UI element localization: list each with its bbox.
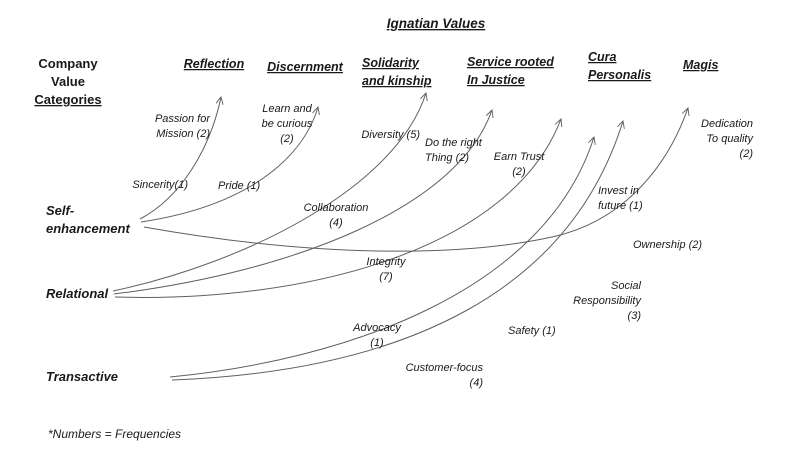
value-label-earn-trust-line2: (2)	[512, 166, 526, 178]
value-label-integrity-line1: Integrity	[366, 256, 407, 268]
header-solidarity-line2: and kinship	[362, 74, 432, 88]
flow-arrow-self-to-discernment	[140, 107, 318, 223]
flow-arrow-transactive-to-cura-right	[171, 121, 623, 381]
value-label-dedication-quality-line3: (2)	[740, 148, 754, 160]
value-label-pride: Pride (1)	[218, 180, 261, 192]
value-label-customer-focus-line2: (4)	[470, 377, 484, 389]
value-label-social-responsibility-line3: (3)	[628, 310, 642, 322]
value-label-learn-curious-line3: (2)	[280, 133, 294, 145]
category-transactive: Transactive	[46, 369, 118, 384]
value-label-advocacy-line1: Advocacy	[352, 322, 402, 334]
value-label-safety: Safety (1)	[508, 325, 556, 337]
header-solidarity-line1: Solidarity	[362, 56, 420, 70]
value-label-sincerity: Sincerity(1)	[132, 179, 188, 191]
category-relational: Relational	[46, 286, 109, 301]
header-cura-line2: Personalis	[588, 68, 651, 82]
value-label-do-right-thing-line2: Thing (2)	[425, 152, 469, 164]
company-value-labels: Passion for Mission (2) Sincerity(1) Lea…	[132, 103, 754, 389]
value-label-passion-for-mission-line2: Mission (2)	[156, 128, 210, 140]
value-label-passion-for-mission-line1: Passion for	[155, 113, 211, 125]
value-label-do-right-thing-line1: Do the right	[425, 137, 483, 149]
category-self-enhancement-line1: Self-	[46, 203, 74, 218]
value-label-diversity: Diversity (5)	[361, 129, 420, 141]
value-label-customer-focus-line1: Customer-focus	[406, 362, 484, 374]
flow-arrow-self-to-reflection	[139, 97, 221, 220]
category-self-enhancement-line2: enhancement	[46, 221, 130, 236]
value-label-dedication-quality-line1: Dedication	[701, 118, 753, 130]
value-label-social-responsibility-line1: Social	[611, 280, 642, 292]
row-header-company-value-categories: Company Value Categories	[34, 56, 101, 107]
flow-arrow-relational-to-solidarity	[112, 93, 426, 292]
header-service-line1: Service rooted	[467, 55, 554, 69]
diagram-title: Ignatian Values	[387, 16, 486, 31]
header-reflection: Reflection	[184, 57, 245, 71]
flow-arrow-transactive-to-cura-left	[169, 137, 594, 378]
header-cura-line1: Cura	[588, 50, 617, 64]
header-service-line2: In Justice	[467, 73, 525, 87]
flow-arrow-relational-to-service	[113, 110, 492, 295]
row-header-line: Company	[38, 56, 98, 71]
header-magis: Magis	[683, 58, 718, 72]
value-label-social-responsibility-line2: Responsibility	[573, 295, 642, 307]
flow-arrow-relational-to-cura	[114, 119, 561, 298]
flow-arrows	[112, 93, 688, 381]
value-label-invest-in-future-line1: Invest in	[598, 185, 639, 197]
value-label-collaboration-line1: Collaboration	[304, 202, 369, 214]
value-label-learn-curious-line2: be curious	[262, 118, 313, 130]
ignatian-value-headers: Reflection Discernment Solidarity and ki…	[184, 50, 719, 88]
value-label-integrity-line2: (7)	[379, 271, 393, 283]
value-label-ownership: Ownership (2)	[633, 239, 702, 251]
footnote: *Numbers = Frequencies	[48, 427, 181, 441]
value-label-earn-trust-line1: Earn Trust	[494, 151, 545, 163]
header-discernment: Discernment	[267, 60, 344, 74]
value-label-advocacy-line2: (1)	[370, 337, 384, 349]
value-label-learn-curious-line1: Learn and	[262, 103, 312, 115]
value-label-invest-in-future-line2: future (1)	[598, 200, 643, 212]
row-header-line: Categories	[34, 92, 101, 107]
category-labels: Self- enhancement Relational Transactive	[46, 203, 130, 384]
value-label-collaboration-line2: (4)	[329, 217, 343, 229]
row-header-line: Value	[51, 74, 85, 89]
value-label-dedication-quality-line2: To quality	[706, 133, 754, 145]
